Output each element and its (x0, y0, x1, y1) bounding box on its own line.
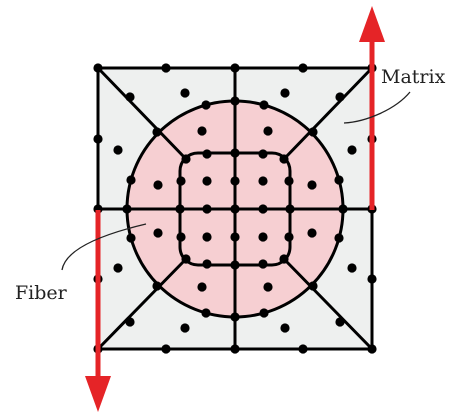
mesh-node (93, 134, 103, 144)
mesh-node (280, 88, 290, 98)
fiber-leader-line (61, 223, 147, 271)
mesh-node (263, 126, 273, 136)
mesh-node (197, 282, 207, 292)
mesh-node (258, 232, 268, 242)
matrix-leader-line (343, 91, 411, 124)
mesh-node (259, 308, 269, 318)
mesh-diagonal-bottom-right (282, 257, 374, 351)
load-arrow-down-head (85, 376, 111, 412)
mesh-node (176, 232, 186, 242)
mesh-node (263, 282, 273, 292)
mesh-node (122, 204, 132, 214)
mesh-diagonal-top-left (96, 66, 188, 161)
mesh-node (202, 176, 212, 186)
mesh-node (176, 176, 186, 186)
mesh-node (258, 176, 268, 186)
mesh-node (230, 204, 240, 214)
mesh-node (113, 145, 123, 155)
mesh-node (153, 180, 163, 190)
mesh-node (230, 96, 240, 106)
mesh-node (338, 204, 348, 214)
mesh-node (285, 204, 295, 214)
mesh-node (308, 281, 318, 291)
fiber-label: Fiber (15, 282, 68, 304)
mesh-node (152, 281, 162, 291)
mesh-node (335, 92, 345, 102)
mesh-node (334, 175, 344, 185)
mesh-node (259, 100, 269, 110)
mesh-node (202, 259, 212, 269)
mesh-node (230, 176, 240, 186)
mesh-node (181, 154, 191, 164)
load-arrow-up-head (359, 6, 385, 42)
mesh-node (230, 312, 240, 322)
mesh-node (125, 317, 135, 327)
mesh-node (347, 145, 357, 155)
mesh-node (335, 317, 345, 327)
mesh-diagonal-bottom-left (96, 257, 188, 351)
mesh-node (367, 274, 377, 284)
mesh-node (152, 127, 162, 137)
mesh-node (202, 149, 212, 159)
mesh-node (230, 260, 240, 270)
mesh-node (258, 149, 268, 159)
mesh-node (180, 323, 190, 333)
mesh-node (126, 233, 136, 243)
mesh-node (307, 228, 317, 238)
mesh-node (197, 126, 207, 136)
mesh-node (202, 204, 212, 214)
mesh-node (367, 344, 377, 354)
mesh-node (180, 88, 190, 98)
matrix-label: Matrix (381, 66, 446, 88)
mesh-node (298, 63, 308, 73)
mesh-node (230, 148, 240, 158)
mesh-node (284, 176, 294, 186)
mesh-node (280, 323, 290, 333)
mesh-node (125, 92, 135, 102)
mesh-node (279, 154, 289, 164)
mesh-node (279, 254, 289, 264)
mesh-node (258, 204, 268, 214)
mesh-node (334, 233, 344, 243)
mesh-node (347, 263, 357, 273)
mesh-node (153, 228, 163, 238)
mesh-node (93, 63, 103, 73)
mesh-node (113, 263, 123, 273)
mesh-node (202, 232, 212, 242)
mesh-node (230, 232, 240, 242)
mesh-node (201, 100, 211, 110)
mesh-node (175, 204, 185, 214)
mesh-node (230, 63, 240, 73)
mesh-node (126, 175, 136, 185)
mesh-node (258, 259, 268, 269)
mesh-node (284, 232, 294, 242)
mesh-node (161, 344, 171, 354)
mesh-node (230, 344, 240, 354)
mesh-node (308, 127, 318, 137)
mesh-node (298, 344, 308, 354)
mesh-node (181, 254, 191, 264)
load-arrow-down (85, 210, 111, 412)
mesh-node (201, 308, 211, 318)
load-arrow-up (359, 6, 385, 210)
mesh-node (161, 63, 171, 73)
mesh-node (307, 180, 317, 190)
mesh-diagonal-top-right (282, 66, 374, 161)
